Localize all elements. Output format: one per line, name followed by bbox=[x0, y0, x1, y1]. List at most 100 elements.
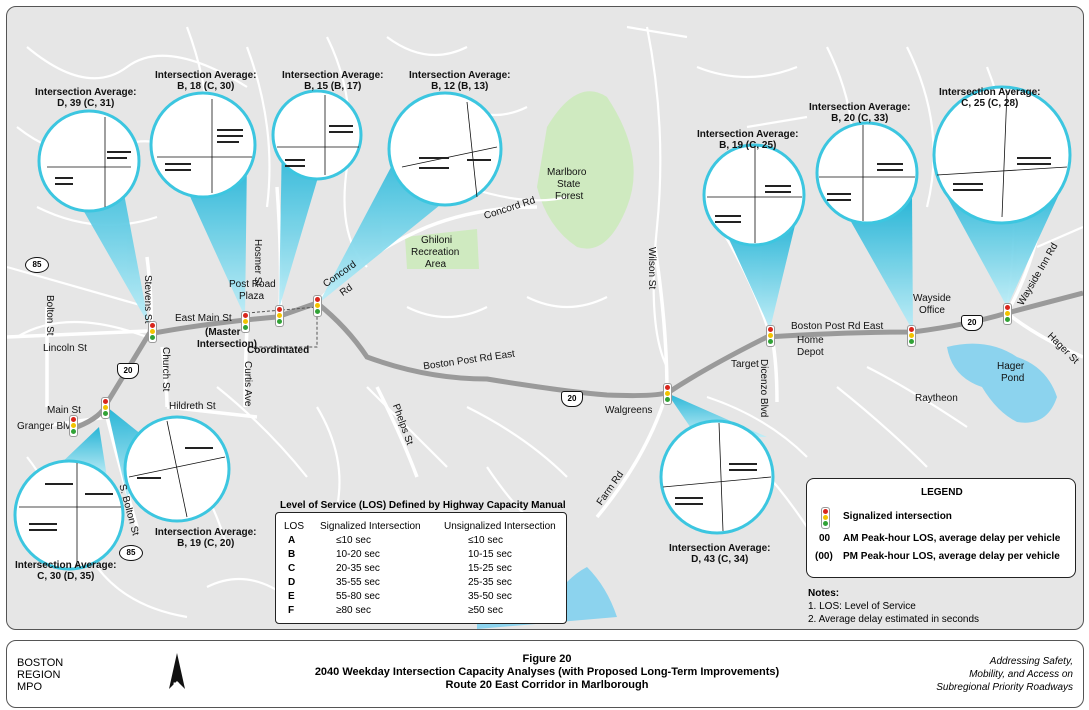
notes-title: Notes: bbox=[808, 588, 840, 599]
label-forest-3: Forest bbox=[555, 191, 584, 202]
label-bolton: Bolton St bbox=[44, 295, 55, 336]
note-1: 1. LOS: Level of Service bbox=[808, 601, 916, 612]
callout-circle-4 bbox=[387, 91, 503, 207]
label-lincoln: Lincoln St bbox=[43, 343, 87, 354]
north-label: N bbox=[173, 681, 180, 691]
callout-circle-3 bbox=[271, 89, 363, 181]
intersection-average-5: Intersection Average:B, 19 (C, 25) bbox=[697, 129, 799, 151]
ghiloni-area bbox=[405, 229, 479, 269]
legend-pm-label: PM Peak-hour LOS, average delay per vehi… bbox=[843, 551, 1060, 562]
label-walgreens: Walgreens bbox=[605, 405, 653, 416]
label-ghiloni-3: Area bbox=[425, 259, 447, 270]
intersection-average-3: Intersection Average:B, 15 (B, 17) bbox=[282, 70, 384, 92]
los-row-b-grade: B bbox=[288, 549, 296, 560]
los-row-f-unsig: ≥50 sec bbox=[468, 605, 503, 616]
label-granger: Granger Blvd bbox=[17, 421, 76, 432]
us-route-20-shield-1: 20 bbox=[117, 363, 139, 379]
north-arrow-icon bbox=[169, 653, 185, 689]
label-dicenzo: Dicenzo Blvd bbox=[758, 359, 769, 418]
callout-circle-6 bbox=[815, 121, 919, 225]
figure-title: Figure 20 2040 Weekday Intersection Capa… bbox=[314, 653, 780, 691]
signal-wayside-inn bbox=[1003, 303, 1012, 325]
intersection-average-6: Intersection Average:B, 20 (C, 33) bbox=[809, 102, 911, 124]
callout-circle-10 bbox=[659, 419, 775, 535]
los-row-d-grade: D bbox=[288, 577, 296, 588]
label-master: (Master bbox=[205, 327, 241, 338]
signal-wayside-office bbox=[907, 325, 916, 347]
label-post-road-plaza-2: Plaza bbox=[239, 291, 265, 302]
label-hager-pond: Hager bbox=[997, 361, 1025, 372]
los-table: LOS Signalized Intersection Unsignalized… bbox=[275, 512, 567, 624]
signal-master bbox=[241, 311, 250, 333]
signal-dicenzo bbox=[766, 325, 775, 347]
signal-concord bbox=[313, 295, 322, 317]
map-area: Intersection Average:D, 39 (C, 31) Inter… bbox=[6, 6, 1084, 630]
legend-title: LEGEND bbox=[921, 487, 963, 498]
hager-pond bbox=[947, 343, 1057, 423]
los-row-b-unsig: 10-15 sec bbox=[468, 549, 512, 560]
los-row-a-grade: A bbox=[288, 535, 296, 546]
us-route-20-shield-3: 20 bbox=[961, 315, 983, 331]
label-east-main: East Main St bbox=[175, 313, 232, 324]
label-ghiloni-2: Recreation bbox=[411, 247, 460, 258]
label-target: Target bbox=[731, 359, 759, 370]
route-85-shield-1: 85 bbox=[25, 257, 49, 273]
label-forest: Marlboro bbox=[547, 167, 587, 178]
project-name: Addressing Safety,Mobility, and Access o… bbox=[936, 656, 1073, 693]
route-85-shield-2: 85 bbox=[119, 545, 143, 561]
label-wilson: Wilson St bbox=[646, 247, 657, 290]
label-coordinated: Coordintated bbox=[247, 345, 310, 356]
los-header-los: LOS bbox=[284, 521, 305, 532]
legend-signal-icon bbox=[821, 507, 830, 529]
intersection-average-7: Intersection Average:C, 25 (C, 28) bbox=[939, 87, 1041, 109]
label-hildreth: Hildreth St bbox=[169, 401, 216, 412]
legend-am-label: AM Peak-hour LOS, average delay per vehi… bbox=[843, 533, 1061, 544]
los-row-d-unsig: 25-35 sec bbox=[468, 577, 512, 588]
callout-circle-9 bbox=[13, 459, 125, 571]
los-row-d-sig: 35-55 sec bbox=[336, 577, 380, 588]
route-20-line bbox=[76, 290, 1083, 430]
label-curtis: Curtis Ave bbox=[242, 361, 253, 407]
label-post-road-plaza: Post Road bbox=[229, 279, 276, 290]
los-row-a-sig: ≤10 sec bbox=[336, 535, 371, 546]
label-home-depot: Home bbox=[797, 335, 824, 346]
los-header-signalized: Signalized Intersection bbox=[320, 521, 421, 532]
legend-am-key: 00 bbox=[819, 533, 831, 544]
label-forest-2: State bbox=[557, 179, 581, 190]
intersection-average-1: Intersection Average:D, 39 (C, 31) bbox=[35, 87, 137, 109]
los-row-f-sig: ≥80 sec bbox=[336, 605, 371, 616]
cone-5 bbox=[719, 217, 797, 329]
callout-circle-5 bbox=[702, 143, 806, 247]
label-hosmer: Hosmer St bbox=[252, 239, 263, 287]
label-wayside-office-2: Office bbox=[919, 305, 945, 316]
intersection-average-4: Intersection Average:B, 12 (B, 13) bbox=[409, 70, 511, 92]
label-master-2: Intersection) bbox=[197, 339, 258, 350]
signal-wilson bbox=[663, 383, 672, 405]
signal-granger bbox=[69, 415, 78, 437]
legend-pm-key: (00) bbox=[815, 551, 833, 562]
los-table-title: Level of Service (LOS) Defined by Highwa… bbox=[280, 500, 566, 511]
los-row-e-grade: E bbox=[288, 591, 295, 602]
note-2: 2. Average delay estimated in seconds bbox=[808, 614, 980, 625]
callout-circle-1 bbox=[37, 109, 141, 213]
signal-main bbox=[101, 397, 110, 419]
intersection-average-10: Intersection Average:D, 43 (C, 34) bbox=[669, 543, 771, 565]
los-row-c-unsig: 15-25 sec bbox=[468, 563, 512, 574]
los-row-e-unsig: 35-50 sec bbox=[468, 591, 512, 602]
los-row-c-grade: C bbox=[288, 563, 296, 574]
los-row-e-sig: 55-80 sec bbox=[336, 591, 380, 602]
intersection-average-9: Intersection Average:C, 30 (D, 35) bbox=[15, 560, 117, 582]
signal-stevens bbox=[148, 321, 157, 343]
signal-hosmer bbox=[275, 305, 284, 327]
cone-6 bbox=[837, 197, 913, 331]
label-home-depot-2: Depot bbox=[797, 347, 824, 358]
label-main: Main St bbox=[47, 405, 81, 416]
los-row-f-grade: F bbox=[288, 605, 295, 616]
legend-signal-label: Signalized intersection bbox=[843, 511, 952, 522]
los-row-b-sig: 10-20 sec bbox=[336, 549, 380, 560]
los-header-unsignalized: Unsignalized Intersection bbox=[444, 521, 556, 532]
los-row-a-unsig: ≤10 sec bbox=[468, 535, 503, 546]
label-bprd-east-2: Boston Post Rd East bbox=[791, 321, 884, 332]
